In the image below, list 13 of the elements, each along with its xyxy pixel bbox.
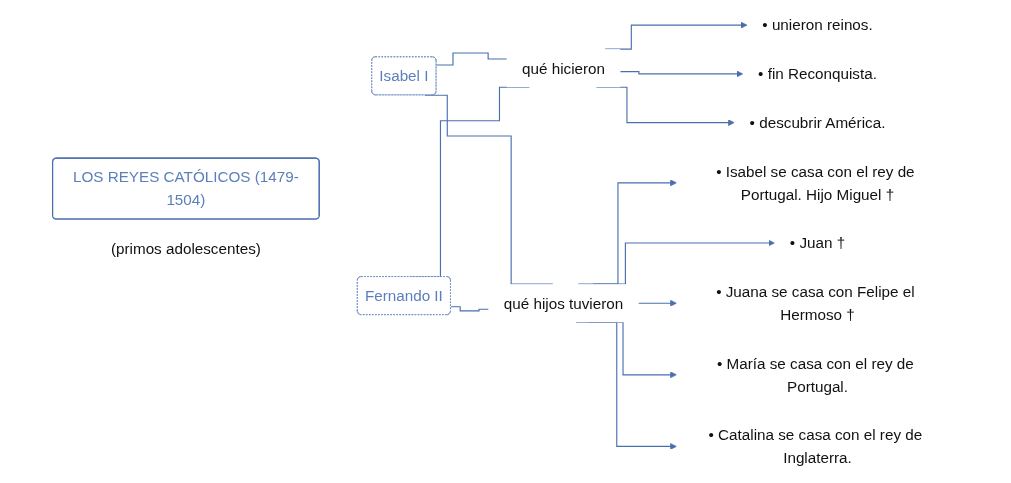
node-text: • Juan †	[789, 234, 846, 252]
node-text: • unieron reinos.	[762, 16, 873, 34]
node-text: • descubrir América.	[749, 114, 886, 132]
node-text: • María se casa con el rey de Portugal.	[717, 355, 914, 395]
node-text: • Catalina se casa con el rey de Inglaterra.	[708, 426, 923, 467]
connector	[435, 52, 508, 66]
arrow	[619, 70, 744, 78]
node-text: • Juana se casa con Felipe el Hermoso †	[716, 283, 915, 324]
arrow	[637, 299, 677, 307]
connector	[450, 306, 490, 312]
node-text: • fin Reconquista.	[758, 65, 877, 83]
node-text: • Isabel se casa con el rey de Portugal. Hijo Miguel †	[716, 163, 915, 203]
node-text: (primos adolescentes)	[110, 240, 261, 258]
